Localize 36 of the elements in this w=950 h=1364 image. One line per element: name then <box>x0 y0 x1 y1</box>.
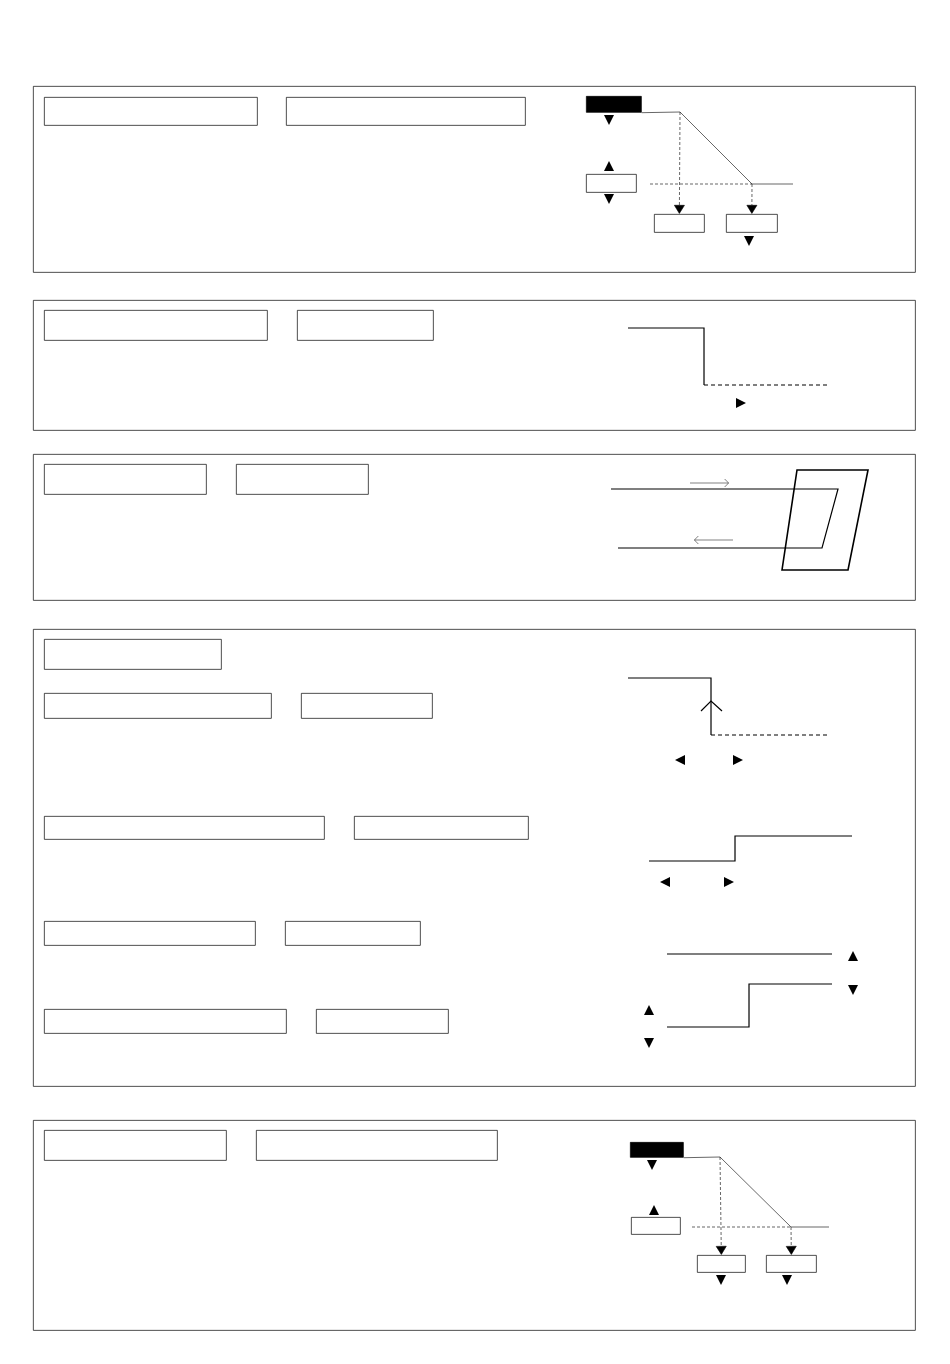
empty-label-box <box>297 310 434 341</box>
empty-label-box <box>766 1255 817 1273</box>
leader-arrow <box>715 1156 727 1255</box>
empty-label-box <box>301 693 433 719</box>
signal-line <box>641 111 794 185</box>
panel-frame <box>33 454 916 601</box>
empty-label-box <box>316 1009 449 1034</box>
panel-frame <box>33 629 916 1087</box>
empty-label-box <box>285 921 421 946</box>
filled-label-box <box>586 96 642 113</box>
leader-arrow <box>674 111 685 214</box>
empty-label-box <box>631 1217 681 1235</box>
leader-arrow <box>785 1226 797 1255</box>
empty-label-box <box>44 1130 227 1161</box>
filled-label-box <box>630 1142 684 1158</box>
empty-label-box <box>654 214 705 233</box>
empty-label-box <box>236 464 369 495</box>
panel-frame <box>33 1120 916 1331</box>
empty-label-box <box>586 174 637 193</box>
panel-frame <box>33 86 916 273</box>
empty-label-box <box>44 921 256 946</box>
empty-label-box <box>44 693 272 719</box>
empty-label-box <box>44 310 268 341</box>
empty-label-box <box>44 639 222 670</box>
panel-frame <box>33 300 916 431</box>
empty-label-box <box>44 1009 287 1034</box>
leader-arrow <box>746 183 758 214</box>
empty-label-box <box>697 1255 746 1273</box>
empty-label-box <box>44 464 207 495</box>
empty-label-box <box>286 97 526 126</box>
signal-line <box>683 1156 830 1228</box>
empty-label-box <box>44 816 325 840</box>
empty-label-box <box>726 214 778 233</box>
empty-label-box <box>354 816 529 840</box>
empty-label-box <box>256 1130 498 1161</box>
empty-label-box <box>44 97 258 126</box>
